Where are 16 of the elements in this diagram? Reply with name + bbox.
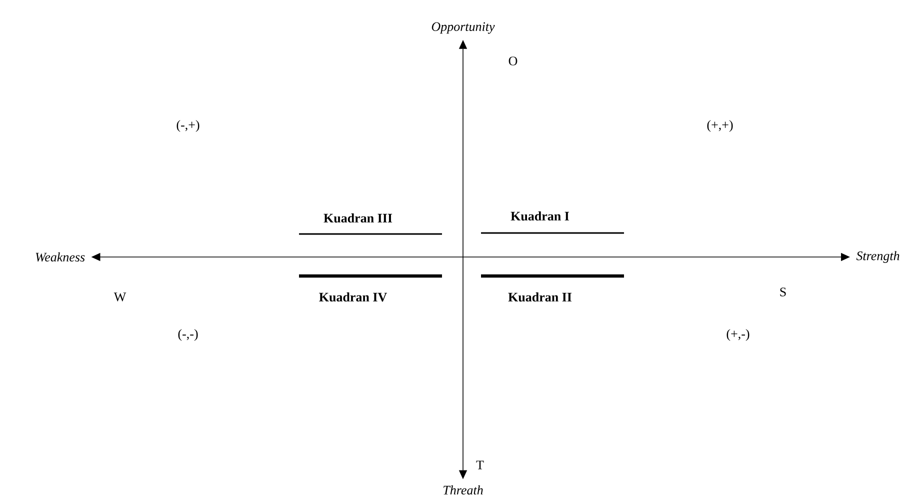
quadrant-label: Kuadran II [508, 292, 572, 302]
quadrant-label: Kuadran III [324, 213, 392, 223]
axis-mark: W [114, 292, 126, 302]
axis-mark: (-,-) [178, 329, 198, 341]
quadrant-label: Kuadran I [510, 211, 569, 221]
axis-mark: (-,+) [176, 120, 200, 132]
axis-mark: S [780, 288, 786, 296]
axis-label: Strength [856, 251, 900, 263]
axis-mark: O [508, 56, 518, 66]
axis-mark: T [476, 460, 484, 470]
axis-label: Opportunity [432, 22, 495, 34]
axis-mark: (+,-) [726, 329, 750, 341]
axis-label: Weakness [36, 252, 85, 262]
axis-mark: (+,+) [707, 120, 733, 132]
quadrant-label: Kuadran IV [319, 292, 387, 302]
axis-label: Threath [444, 485, 483, 495]
